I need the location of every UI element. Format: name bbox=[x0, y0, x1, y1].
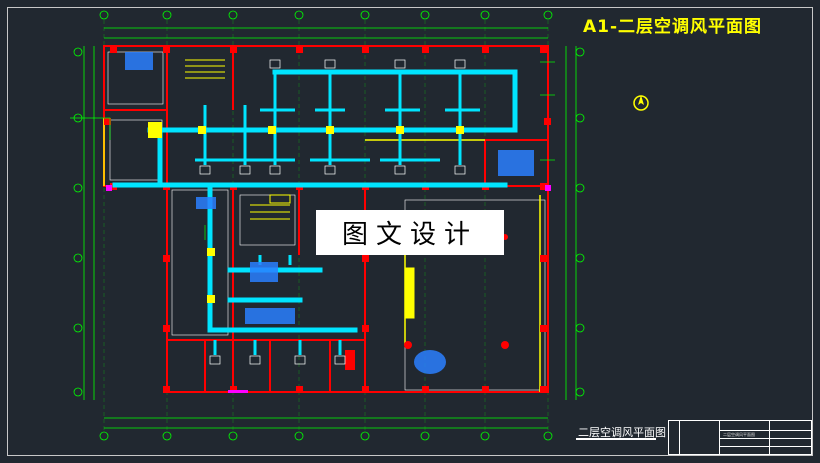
pipe-lines bbox=[70, 61, 555, 240]
drawing-caption: 二层空调风平面图 bbox=[578, 426, 666, 439]
title-block-rule bbox=[719, 438, 811, 439]
magenta-markers bbox=[106, 185, 551, 393]
title-block-divider bbox=[679, 421, 680, 454]
yellow-walls bbox=[103, 118, 541, 392]
drawing-title: A1-二层空调风平面图 bbox=[583, 17, 763, 37]
title-block-drawing-name: 二层空调风平面图 bbox=[723, 432, 755, 437]
drawing-border bbox=[7, 7, 813, 456]
dimension-chains bbox=[83, 27, 577, 429]
blue-units bbox=[125, 52, 534, 374]
title-block-divider bbox=[719, 421, 720, 454]
watermark-banner: 图文设计 bbox=[316, 210, 504, 255]
caption-underline bbox=[576, 438, 656, 440]
duct-fittings bbox=[148, 122, 464, 303]
diffusers bbox=[199, 59, 466, 365]
supply-branches bbox=[195, 72, 517, 355]
stairs-and-equipment bbox=[185, 59, 415, 319]
title-block-rule bbox=[719, 446, 811, 447]
title-block-rule bbox=[719, 430, 811, 431]
north-arrow-icon bbox=[633, 95, 649, 111]
axis-bubbles bbox=[73, 10, 585, 441]
title-block-divider bbox=[769, 421, 770, 454]
title-block: 二层空调风平面图 bbox=[668, 420, 812, 455]
